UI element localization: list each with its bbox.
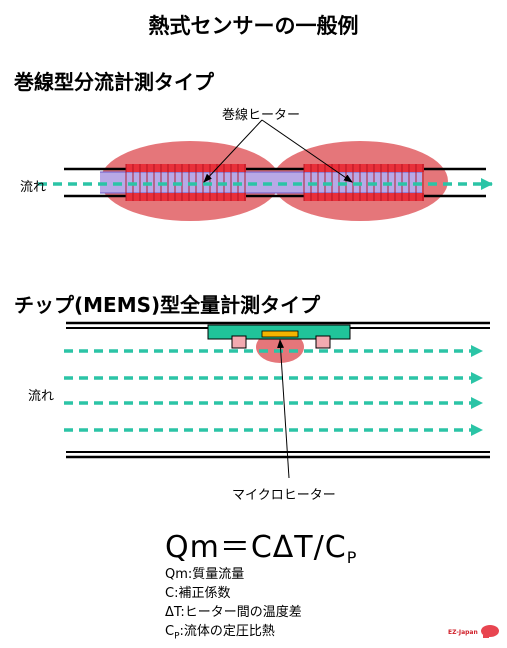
coil-right-bottom-band xyxy=(304,193,424,201)
legend-item-qm: Qm:質量流量 xyxy=(165,567,245,582)
logo-blimp-icon xyxy=(481,625,499,637)
ez-japan-logo: EZ-Japan xyxy=(448,625,499,638)
sensor-tube xyxy=(100,172,422,193)
legend-item-dt: ΔT:ヒーター間の温度差 xyxy=(165,605,302,620)
legend-item-cp: CP:流体の定圧比熱 xyxy=(165,623,275,646)
legend-cp-sub: P xyxy=(174,631,180,642)
coil-left-bottom-band xyxy=(126,193,246,201)
logo-text: EZ-Japan xyxy=(448,629,478,636)
heater-pointer-right xyxy=(261,119,353,183)
formula: Qm＝CΔT/CP xyxy=(165,522,357,567)
logo-gondola-icon xyxy=(483,635,489,638)
section1-title: 巻線型分流計測タイプ xyxy=(14,70,214,94)
legend-cp-prefix: C xyxy=(165,624,175,639)
coil-right-top-band xyxy=(304,164,424,172)
legend-cp-text: :流体の定圧比熱 xyxy=(179,624,275,639)
coil-left-top-band xyxy=(126,164,246,172)
page-title: 熱式センサーの一般例 xyxy=(148,14,359,38)
sensor-pad-right xyxy=(315,335,331,349)
section2-title: チップ(MEMS)型全量計測タイプ xyxy=(14,293,321,317)
formula-main: Qm＝CΔT/C xyxy=(165,530,347,565)
formula-sub: P xyxy=(346,548,358,567)
coil-heater-label: 巻線ヒーター xyxy=(222,108,301,123)
flow-label-top: 流れ xyxy=(20,180,47,195)
micro-heater-pointer xyxy=(277,339,290,479)
sensor-pad-left xyxy=(231,335,247,349)
heater-pointer-left xyxy=(203,119,263,183)
micro-heater-label: マイクロヒーター xyxy=(232,488,336,503)
flow-label-bottom: 流れ xyxy=(28,389,55,404)
legend-item-c: C:補正係数 xyxy=(165,586,231,601)
micro-heater xyxy=(261,330,299,338)
